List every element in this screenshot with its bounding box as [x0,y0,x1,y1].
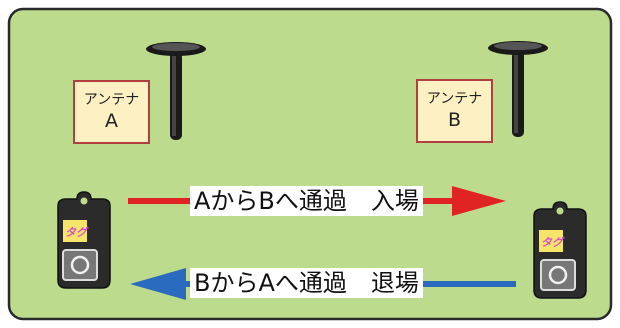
entry-text: AからBへ通過 入場 [190,186,423,216]
antenna-b-label: アンテナ B [416,79,493,143]
antenna-b-label-line1: アンテナ [426,91,483,107]
tag-left-label: タグ [65,226,89,239]
antenna-a-label-line1: アンテナ [83,92,140,108]
antenna-b-icon [488,41,548,137]
antenna-b-label-line2: B [447,109,462,131]
antenna-a-label-line2: A [105,110,118,132]
antenna-a-icon [146,42,206,140]
tag-right-label: タグ [541,236,565,249]
antenna-a-label: アンテナ A [73,80,150,144]
exit-text: BからAへ通過 退場 [190,268,423,298]
tag-left-icon [57,191,111,289]
tag-right-icon [533,201,587,299]
